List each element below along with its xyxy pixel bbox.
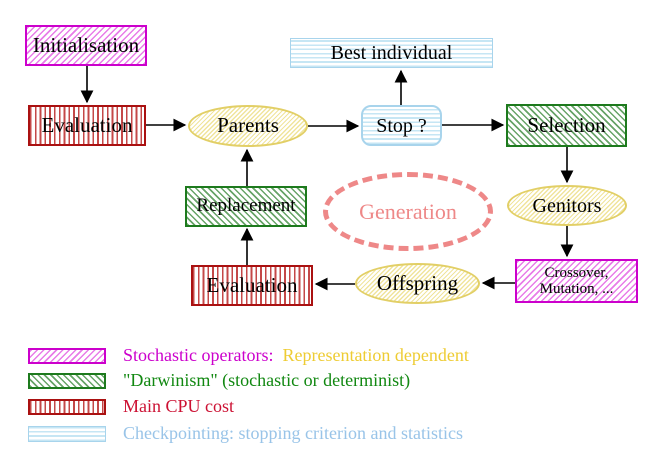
node-evaluation-bottom: Evaluation [191, 265, 313, 306]
legend-swatch-red-vertical-stripes [28, 398, 106, 415]
node-initialisation-label: Initialisation [32, 32, 140, 57]
node-evaluation-top-label: Evaluation [41, 112, 133, 137]
node-replacement: Replacement [185, 186, 307, 227]
legend-label-stochastic-operators: Stochastic operators: [123, 345, 274, 365]
node-parents-label: Parents [217, 113, 279, 138]
legend-label-main-cpu-cost: Main CPU cost [123, 396, 235, 416]
node-initialisation: Initialisation [25, 25, 147, 66]
node-parents: Parents [188, 105, 308, 147]
legend-label-representation-dependent: Representation dependent [282, 345, 469, 365]
node-generation: Generation [323, 172, 493, 251]
node-replacement-label: Replacement [196, 195, 296, 217]
legend-row-checkpointing: Checkpointing: stopping criterion and st… [28, 423, 463, 444]
legend-swatch-magenta-diagonal-hatch [28, 347, 106, 364]
legend-label-checkpointing: Checkpointing: stopping criterion and st… [123, 423, 463, 443]
node-evaluation-bottom-label: Evaluation [206, 272, 298, 297]
node-best-individual: Best individual [290, 38, 493, 68]
node-best-individual-label: Best individual [330, 42, 453, 64]
legend-swatch-green-diagonal-hatch [28, 372, 106, 389]
legend-row-darwinism: "Darwinism" (stochastic or determinist) [28, 370, 410, 391]
legend-row-stochastic: Stochastic operators: Representation dep… [28, 345, 469, 366]
node-crossover-line2: Mutation, ... [539, 281, 614, 297]
node-generation-label: Generation [359, 198, 457, 224]
node-stop-label: Stop ? [376, 114, 427, 137]
legend-row-cpu-cost: Main CPU cost [28, 396, 234, 417]
node-crossover-mutation: Crossover, Mutation, ... [515, 259, 638, 303]
node-genitors-label: Genitors [532, 194, 602, 217]
legend-label-darwinism: "Darwinism" (stochastic or determinist) [123, 370, 411, 390]
node-offspring-label: Offspring [376, 270, 459, 295]
node-selection-label: Selection [527, 112, 606, 137]
node-offspring: Offspring [355, 263, 480, 304]
node-genitors: Genitors [507, 185, 627, 226]
node-selection: Selection [506, 104, 627, 147]
node-crossover-line1: Crossover, [544, 264, 609, 281]
node-stop: Stop ? [361, 105, 442, 146]
legend-swatch-cyan-horizontal-stripes [28, 425, 106, 442]
node-evaluation-top: Evaluation [28, 105, 146, 146]
